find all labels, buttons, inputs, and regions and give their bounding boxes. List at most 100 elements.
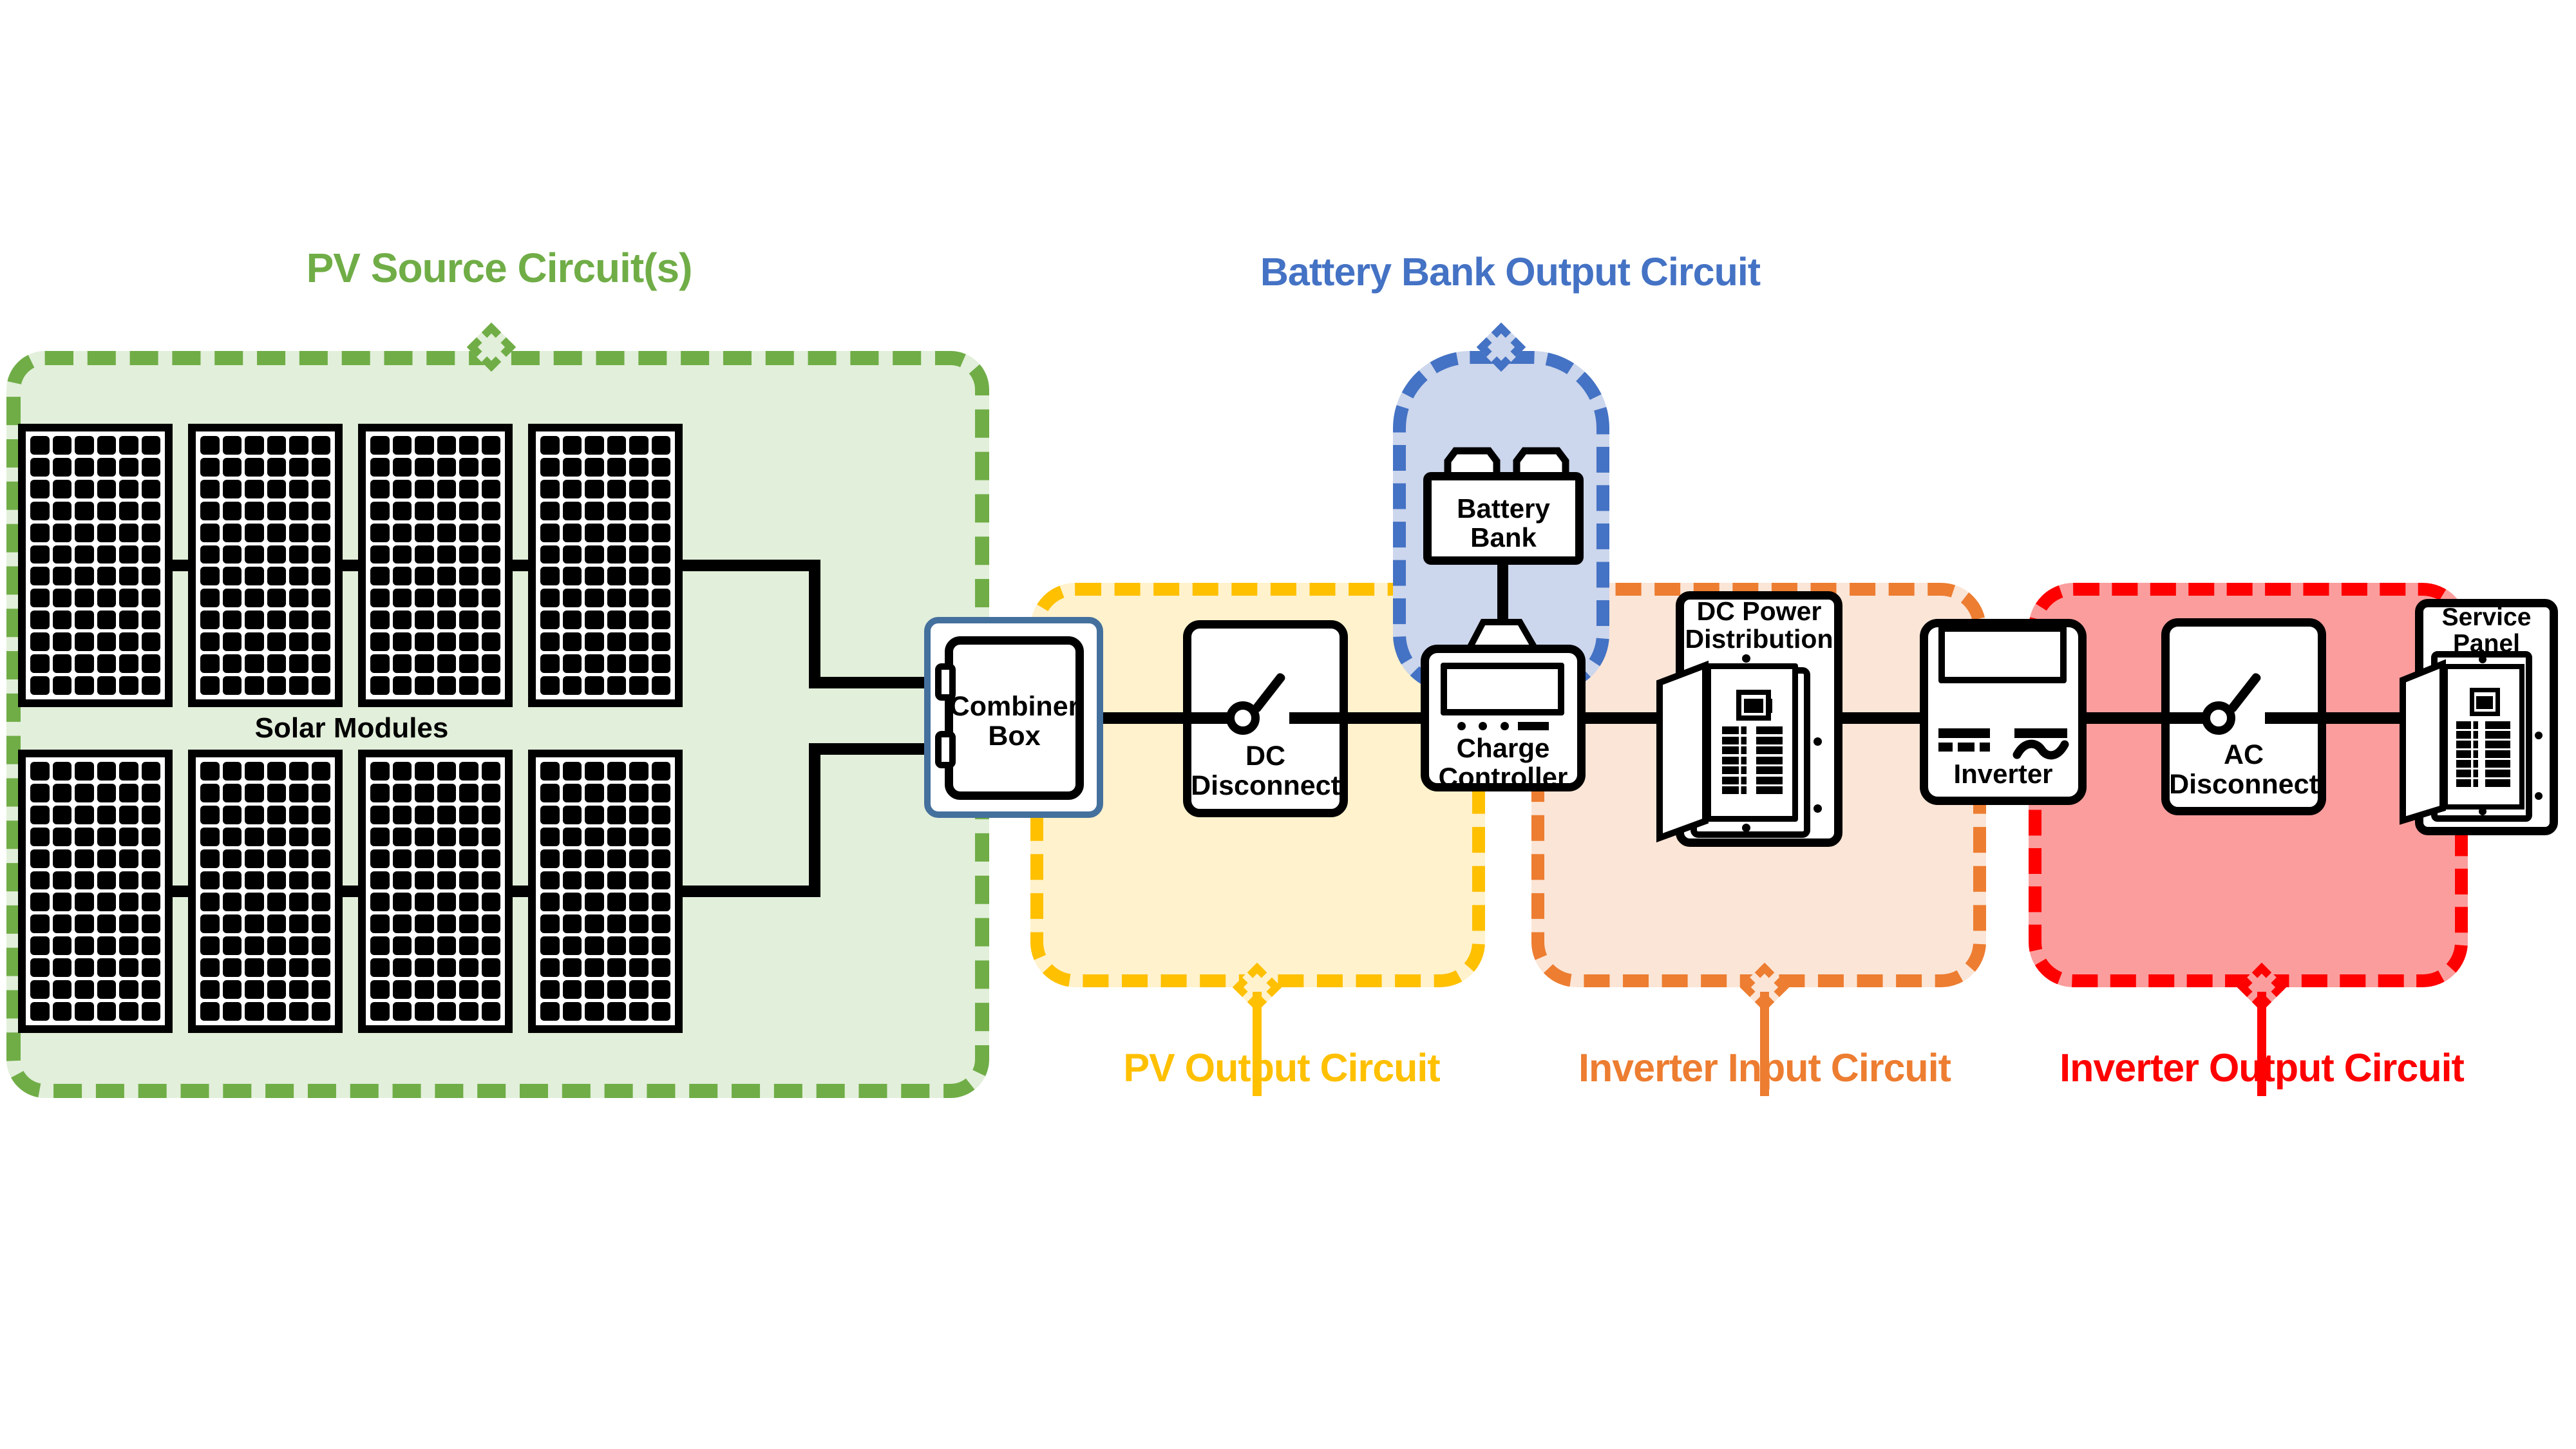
solar-cell [459, 936, 478, 956]
solar-cell [200, 501, 220, 520]
dc-symbol-bar [1938, 728, 1990, 738]
solar-cell [245, 1002, 264, 1021]
inverter-display [1938, 625, 2067, 683]
solar-cell [267, 805, 286, 824]
solar-cell [415, 589, 434, 608]
solar-cell [481, 958, 500, 978]
breaker [2456, 770, 2478, 777]
solar-cell [651, 545, 670, 564]
solar-cell [97, 980, 116, 999]
solar-cell [52, 523, 71, 542]
solar-cell [267, 827, 286, 846]
solar-cell [607, 676, 626, 695]
solar-cell [562, 871, 582, 890]
solar-cell [200, 827, 220, 846]
solar-cell [97, 1002, 116, 1021]
solar-cell [481, 914, 500, 934]
solar-cell [540, 567, 560, 586]
solar-cell [607, 654, 626, 674]
solar-cell [392, 936, 412, 956]
dc-disconnect-wire-out [1289, 712, 1341, 724]
breaker [2485, 750, 2510, 758]
screw [2535, 792, 2543, 800]
solar-cell [75, 457, 94, 477]
solar-cell [52, 936, 71, 956]
solar-cell [415, 936, 434, 956]
solar-cell [481, 762, 500, 781]
solar-cell [141, 589, 160, 608]
service-panel-main-breaker-bar [2476, 696, 2493, 709]
solar-cell [392, 436, 412, 455]
screw [2479, 656, 2486, 663]
ac-disconnect-wire-in [2170, 712, 2207, 724]
solar-cell [585, 632, 604, 652]
solar-cell [629, 893, 649, 912]
solar-cell [481, 827, 500, 846]
solar-cell [459, 849, 478, 868]
solar-cell [200, 871, 220, 890]
solar-cell [651, 567, 670, 586]
solar-cell [311, 545, 330, 564]
label-inverter-output-circuit: Inverter Output Circuit [2060, 1046, 2465, 1090]
solar-cell [97, 762, 116, 781]
solar-cell [629, 436, 649, 455]
solar-cell [75, 958, 94, 978]
breaker [2485, 779, 2510, 787]
solar-cell [607, 893, 626, 912]
solar-cell [585, 914, 604, 934]
solar-cell [629, 936, 649, 956]
solar-cell [141, 893, 160, 912]
solar-cell [437, 958, 456, 978]
solar-cell [245, 611, 264, 630]
solar-cell [119, 914, 138, 934]
solar-cell [75, 632, 94, 652]
solar-cell [370, 871, 390, 890]
solar-cell [607, 871, 626, 890]
tail-inverter-input [1760, 992, 1769, 1096]
wire-combiner-to-dc-disconnect [1098, 712, 1188, 724]
solar-cell [651, 436, 670, 455]
solar-cell [75, 589, 94, 608]
solar-cell [119, 436, 138, 455]
solar-cell [245, 676, 264, 695]
solar-cell [437, 436, 456, 455]
solar-cell [75, 893, 94, 912]
charge-controller-led [1457, 722, 1466, 730]
solar-cell [141, 871, 160, 890]
solar-cell [200, 567, 220, 586]
solar-panel [528, 750, 683, 1033]
solar-cell [141, 676, 160, 695]
solar-cell [200, 893, 220, 912]
solar-cell [370, 654, 390, 674]
breaker [2485, 760, 2510, 768]
solar-cell [437, 632, 456, 652]
solar-cell [459, 980, 478, 999]
solar-cell [651, 1002, 670, 1021]
solar-cell [585, 479, 604, 498]
solar-cell [629, 567, 649, 586]
solar-cell [311, 654, 330, 674]
solar-cell [52, 914, 71, 934]
solar-cell [562, 958, 582, 978]
solar-cell [141, 632, 160, 652]
solar-cell [311, 893, 330, 912]
solar-cell [75, 436, 94, 455]
solar-cell [311, 980, 330, 999]
solar-cell [289, 805, 308, 824]
solar-cell [562, 980, 582, 999]
solar-cell [97, 827, 116, 846]
solar-cell [370, 980, 390, 999]
solar-cell [629, 783, 649, 802]
solar-cell [30, 676, 50, 695]
solar-cell [200, 589, 220, 608]
solar-cell [52, 783, 71, 802]
solar-cell [141, 980, 160, 999]
solar-cell [392, 827, 412, 846]
solar-cell [540, 676, 560, 695]
solar-cell [30, 479, 50, 498]
solar-cell [437, 654, 456, 674]
breaker [2485, 721, 2510, 729]
solar-cell [289, 436, 308, 455]
solar-cell [52, 545, 71, 564]
